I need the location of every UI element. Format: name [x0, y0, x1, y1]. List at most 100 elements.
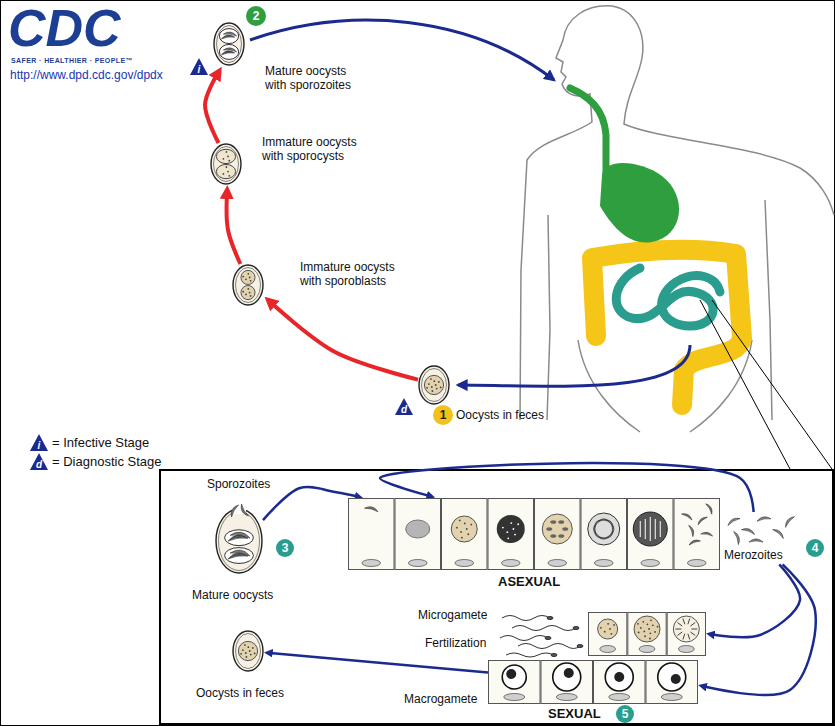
cell-row-picture [456, 527, 458, 529]
oocyst-stage: Mature oocysts with sporozoites [213, 22, 245, 66]
merozoite-group-picture [741, 527, 755, 535]
oocyst-stage: Immature oocysts with sporocysts [210, 143, 242, 185]
callout-circle [246, 6, 266, 26]
logo-tagline: SAFER · HEALTHIER · PEOPLE™ [11, 56, 133, 65]
callout-circle [616, 705, 634, 723]
human-figure [520, 6, 612, 420]
oocyst-stage-picture [247, 273, 249, 275]
oocyst-stage-picture [245, 656, 247, 658]
cell-row-picture [594, 661, 646, 704]
cell-row-picture [489, 661, 698, 704]
life-cycle-arrow [270, 653, 488, 673]
merozoite-group-picture [726, 515, 794, 545]
oocyst-stage-picture [245, 652, 247, 654]
small-intestine [616, 268, 720, 326]
oocyst-stage-picture [223, 47, 237, 52]
cell-row-picture [634, 616, 660, 642]
cell-row-picture [605, 663, 633, 691]
transmission-arrow [250, 20, 690, 386]
oocyst-stage-picture [221, 50, 235, 55]
oocyst-stage-picture [216, 164, 235, 178]
human-figure [547, 215, 550, 420]
cell-row-picture [654, 631, 656, 633]
stage-label: ASEXUAL [498, 574, 560, 590]
oocyst-stage-picture [419, 366, 449, 404]
merozoite-group-picture [757, 516, 771, 522]
cell-row-picture [467, 533, 469, 535]
cell-row-picture [606, 518, 615, 527]
oocyst-stage-picture [430, 378, 432, 380]
cell-row-picture [562, 527, 568, 531]
cell-row-picture [655, 519, 656, 539]
microgamete-symbol [545, 637, 551, 640]
oocyst-stage-picture [232, 630, 264, 672]
cell-row-picture [550, 534, 556, 538]
cell-row-picture [683, 634, 685, 640]
cell-row-picture [660, 521, 661, 537]
cell-row-picture [506, 669, 516, 679]
legend-text: = Infective Stage [52, 435, 149, 451]
cell-row-picture [645, 519, 646, 539]
oocyst-stage-picture [214, 23, 244, 65]
oocyst-stage-picture [426, 387, 428, 389]
cell-row-picture [683, 619, 685, 625]
oocyst-stage-picture [233, 631, 263, 671]
merozoite-group-picture [773, 527, 786, 538]
cell-row-picture [628, 499, 674, 570]
oocyst-stage-picture [250, 654, 252, 656]
oocyst-stage-picture [232, 264, 264, 306]
digestive-tract [570, 88, 742, 405]
callout-number: 3 [275, 540, 295, 556]
stage-label: Oocysts in feces [196, 686, 284, 700]
oocyst-stage-picture [418, 365, 450, 405]
cell-row-picture [649, 638, 651, 640]
oocyst-stage-picture [219, 29, 238, 44]
cell-row-picture [501, 560, 520, 567]
oocyst-stage-picture [225, 530, 254, 546]
microgamete-symbol [506, 653, 554, 657]
merozoite-group-picture [783, 515, 794, 528]
callout-number: 1 [433, 407, 453, 423]
cell-row-picture [442, 499, 488, 570]
oocyst-stage-picture [216, 509, 262, 573]
stage-triangle [30, 453, 48, 470]
oocyst-stage: Oocysts in feces [232, 630, 264, 672]
callout-circle [806, 539, 824, 557]
cell-row-picture [589, 613, 706, 656]
cell-row-picture [706, 502, 714, 514]
oocyst-stage-picture [230, 531, 251, 538]
legend-text: = Diagnostic Stage [52, 454, 161, 470]
oocyst-stage-picture [223, 31, 237, 36]
cell-row-picture [658, 663, 686, 691]
cell-row-picture [548, 560, 567, 567]
oocyst-stage-picture [219, 512, 260, 571]
microgamete-symbol [518, 644, 580, 649]
oocyst-stage-picture [440, 387, 442, 389]
cell-row-picture [687, 560, 706, 567]
cell-row-picture [661, 694, 682, 701]
life-cycle-arrow [272, 303, 418, 379]
stomach [600, 163, 679, 242]
cell-row-picture [349, 499, 395, 570]
cell-row-picture [628, 613, 666, 656]
cell-row-picture [677, 623, 682, 627]
microgamete-symbol [573, 627, 579, 630]
oocyst-stage-picture [254, 653, 256, 655]
oocyst-stage-picture [213, 22, 245, 66]
cell-row-picture [513, 528, 515, 530]
cell-row-picture [349, 499, 720, 570]
cell-row-picture [640, 627, 642, 629]
cell-row-picture [451, 516, 477, 542]
oocyst-stage-picture [228, 175, 230, 177]
cell-row-picture [690, 623, 695, 627]
stage-label: Oocysts in feces [456, 408, 544, 422]
cell-row-picture [364, 505, 378, 512]
cell-row-picture [675, 629, 681, 630]
cell-row-picture [408, 560, 427, 567]
oocyst-stage-picture [245, 278, 247, 280]
cell-row-picture [677, 632, 682, 636]
stage-triangle [30, 434, 48, 451]
oocyst-stage-picture [249, 277, 251, 279]
oocyst-stage-picture [431, 386, 433, 388]
cell-row-picture [470, 524, 472, 526]
